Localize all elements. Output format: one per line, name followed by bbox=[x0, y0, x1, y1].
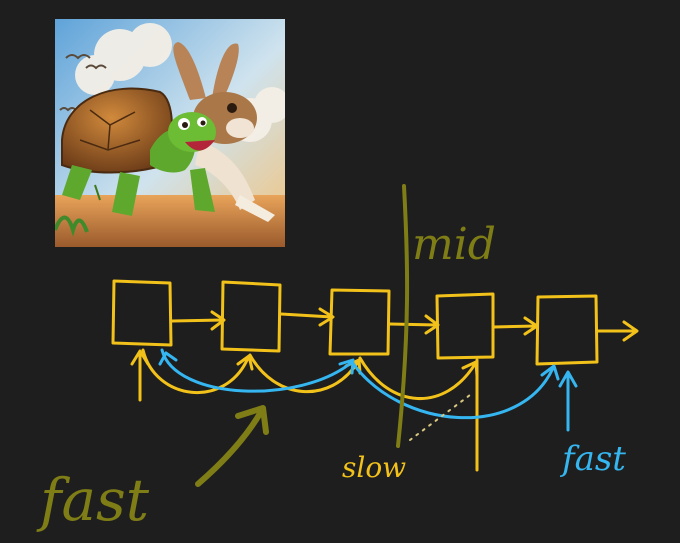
mid-annotation bbox=[396, 184, 410, 448]
linked-list bbox=[111, 279, 639, 472]
slow-path-3 bbox=[358, 356, 479, 400]
next-arrow-3 bbox=[388, 314, 440, 335]
list-node-4 bbox=[435, 292, 495, 360]
next-arrow-4 bbox=[492, 316, 539, 336]
fast-path-2 bbox=[350, 360, 560, 420]
fast-path bbox=[158, 348, 578, 432]
slow-label: slow bbox=[342, 451, 406, 484]
grass bbox=[55, 215, 89, 237]
list-node-5 bbox=[535, 294, 599, 366]
fast-left-annotation bbox=[195, 405, 269, 487]
fast-start-hook bbox=[158, 351, 178, 366]
fast-left-label: fast bbox=[36, 466, 150, 534]
tortoise-hare-illustration bbox=[55, 19, 285, 247]
mid-label: mid bbox=[412, 219, 496, 270]
start-pointer-arrow bbox=[130, 349, 150, 402]
birds bbox=[59, 54, 107, 112]
next-arrow-tail bbox=[596, 320, 639, 342]
fast-left-arrow bbox=[195, 405, 269, 487]
slow-path-1 bbox=[141, 348, 254, 394]
fast-pointer-arrow bbox=[558, 370, 578, 432]
next-arrow-2 bbox=[279, 307, 335, 327]
fast-right-label: fast bbox=[559, 439, 626, 479]
fast-path-1 bbox=[160, 348, 355, 393]
mid-divider-line bbox=[396, 184, 410, 448]
next-arrow-1 bbox=[170, 310, 226, 331]
list-node-2 bbox=[220, 280, 282, 353]
tortoise bbox=[61, 87, 216, 216]
list-node-3 bbox=[328, 288, 391, 356]
list-node-1 bbox=[111, 279, 173, 347]
slow-path-2 bbox=[248, 353, 362, 394]
